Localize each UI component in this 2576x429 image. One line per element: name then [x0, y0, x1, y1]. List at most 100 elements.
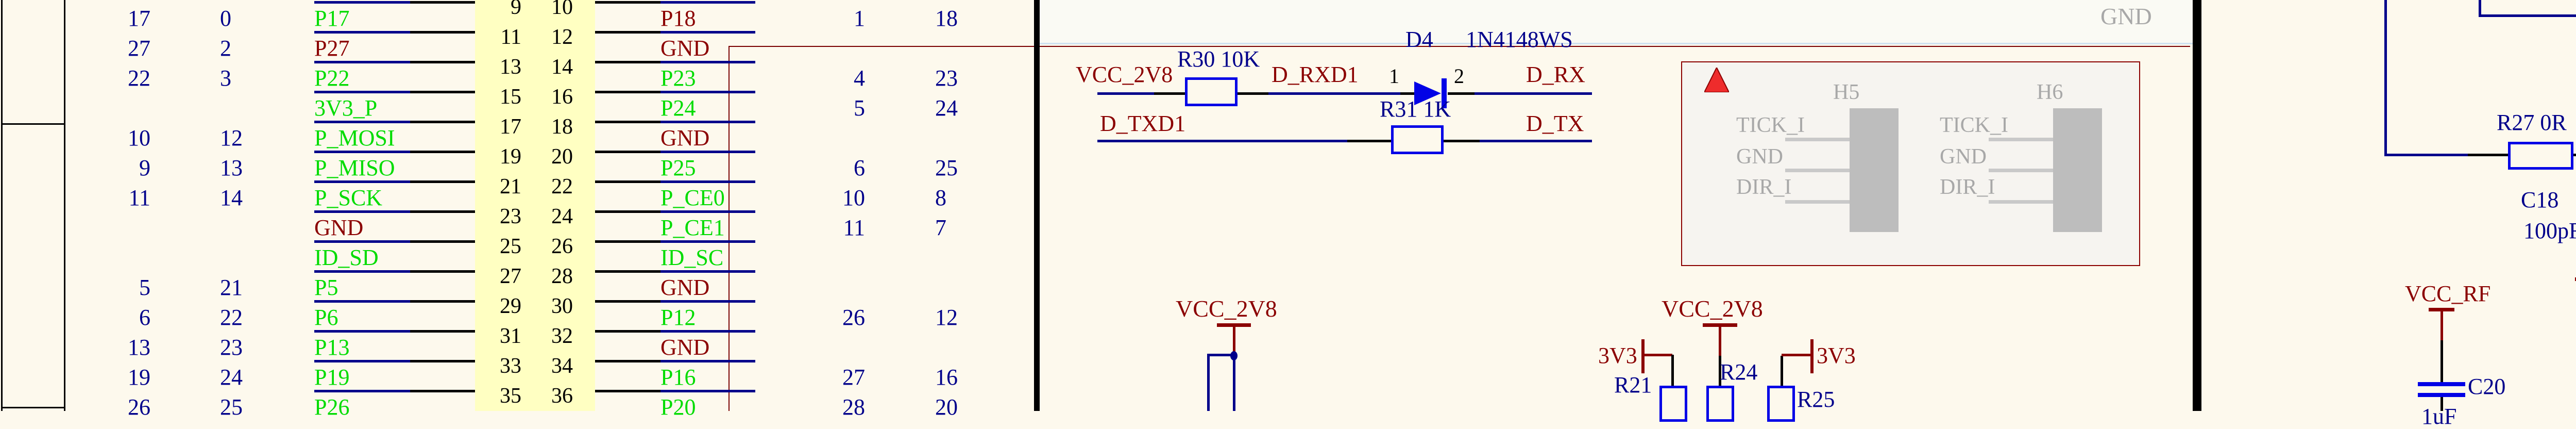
- power-port-icon: [1641, 339, 1645, 373]
- sheet-uart: GND: [1040, 0, 2193, 411]
- pin-number: 31: [500, 324, 521, 348]
- pin-label: GND: [1736, 145, 1783, 169]
- gpio-number: 24: [935, 95, 958, 121]
- net-label: P12: [660, 305, 696, 330]
- net-label: P26: [314, 394, 350, 420]
- margin-blue-line: [1040, 43, 2193, 44]
- gpio-number: 11: [128, 185, 150, 210]
- net-label: P13: [314, 335, 350, 360]
- gpio-number: 16: [935, 365, 958, 390]
- pin-number: 21: [500, 175, 521, 199]
- pin-number: 23: [500, 205, 521, 228]
- border-tick-bottom: [1, 407, 65, 408]
- sheet-red-border: [1040, 46, 2190, 47]
- pin-number: 14: [551, 55, 573, 79]
- net-label: P27: [314, 36, 350, 61]
- wiringpi-number: 13: [220, 155, 243, 180]
- net-label: P16: [660, 365, 696, 390]
- gpio-connector-body: [475, 0, 595, 411]
- power-port-icon: [1810, 339, 1814, 373]
- wiringpi-number: 5: [854, 95, 865, 121]
- sheet-margin-strip: [1040, 0, 2193, 44]
- wiringpi-number: 3: [220, 65, 231, 91]
- pin-number: 18: [551, 115, 573, 139]
- wiringpi-number: 11: [843, 215, 865, 240]
- pin-number: 16: [551, 85, 573, 109]
- gpio-number: 27: [128, 36, 150, 61]
- resistor-label-r31: R31 1K: [1380, 96, 1451, 122]
- red-frame-vline: [728, 46, 730, 411]
- gpio-number: 26: [128, 394, 150, 420]
- resistor-r31: [1391, 125, 1444, 154]
- gpio-number: 25: [935, 155, 958, 180]
- sheet-border-inner: [64, 0, 65, 411]
- pin-label: DIR_I: [1736, 175, 1792, 199]
- connector-body-h6: [2053, 108, 2102, 232]
- pin-label: DIR_I: [1940, 175, 1995, 199]
- pin-number: 36: [551, 384, 573, 408]
- net-label: P24: [660, 95, 696, 121]
- net-label: P_CE0: [660, 185, 725, 210]
- net-label: 3V3_P: [314, 95, 378, 121]
- pin-number: 9: [511, 0, 521, 19]
- net-label: ID_SC: [660, 245, 724, 270]
- border-tick-top: [1, 123, 65, 125]
- net-label: GND: [660, 275, 710, 300]
- gpio-number: 7: [935, 215, 946, 240]
- resistor-ref-r24: R24: [1720, 359, 1758, 385]
- net-label: P23: [660, 65, 696, 91]
- wiringpi-number: 14: [220, 185, 243, 210]
- pin-number: 32: [551, 324, 573, 348]
- net-label-dtxd1: D_TXD1: [1100, 111, 1186, 136]
- page-divider-bar: [1034, 0, 1040, 411]
- wiringpi-number: 1: [854, 6, 865, 31]
- gpio-number: 6: [139, 305, 150, 330]
- gpio-number: 10: [128, 125, 150, 151]
- pin-number: 19: [500, 145, 521, 169]
- power-port-label: 3V3: [1817, 343, 1856, 368]
- net-label: P_MISO: [314, 155, 395, 180]
- net-label: GND: [660, 335, 710, 360]
- pin-number-1: 1: [1389, 64, 1399, 88]
- capacitor-value: 1uF: [2421, 404, 2457, 429]
- net-label-vcc2v8: VCC_2V8: [1076, 62, 1173, 87]
- wiringpi-number: 0: [220, 6, 231, 31]
- power-port-icon: [1217, 323, 1251, 327]
- resistor-r25: [1767, 386, 1795, 422]
- capacitor-c20: [2418, 382, 2465, 386]
- sheet-gpio-table: [0, 0, 1034, 411]
- connector-ref-h6: H6: [2037, 80, 2063, 104]
- power-port-label: VCC_RF: [2405, 281, 2491, 306]
- gpio-number: 9: [139, 155, 150, 180]
- gpio-number: 18: [935, 6, 958, 31]
- net-label-drxd1: D_RXD1: [1272, 62, 1359, 87]
- pin-number: 15: [500, 85, 521, 109]
- pin-number: 24: [551, 205, 573, 228]
- resistor-ref-r21: R21: [1614, 372, 1652, 398]
- pin-number: 13: [500, 55, 521, 79]
- gpio-number: 12: [935, 305, 958, 330]
- gpio-number: 13: [128, 335, 150, 360]
- pin-number: 34: [551, 354, 573, 378]
- pin-number: 27: [500, 265, 521, 288]
- gpio-number: 17: [128, 6, 150, 31]
- resistor-label-r30: R30 10K: [1177, 46, 1260, 72]
- pin-label: TICK_I: [1940, 113, 2008, 137]
- marker-triangle-icon: [1704, 68, 1729, 92]
- wiringpi-number: 25: [220, 394, 243, 420]
- pin-number: 35: [500, 384, 521, 408]
- diode-ref-d4: D4: [1405, 27, 1433, 52]
- pin-number-2: 2: [1454, 64, 1464, 88]
- resistor-r21: [1659, 386, 1687, 422]
- wiringpi-number: 21: [220, 275, 243, 300]
- power-port-label: VCC_2V8: [1662, 295, 1763, 322]
- wiringpi-number: 6: [854, 155, 865, 180]
- pin-number: 10: [551, 0, 573, 19]
- wiringpi-number: 2: [220, 36, 231, 61]
- pin-number: 17: [500, 115, 521, 139]
- net-label: P5: [314, 275, 338, 300]
- net-label-dtx: D_TX: [1526, 111, 1584, 136]
- power-port-icon: [1703, 323, 1737, 327]
- gpio-number: 20: [935, 394, 958, 420]
